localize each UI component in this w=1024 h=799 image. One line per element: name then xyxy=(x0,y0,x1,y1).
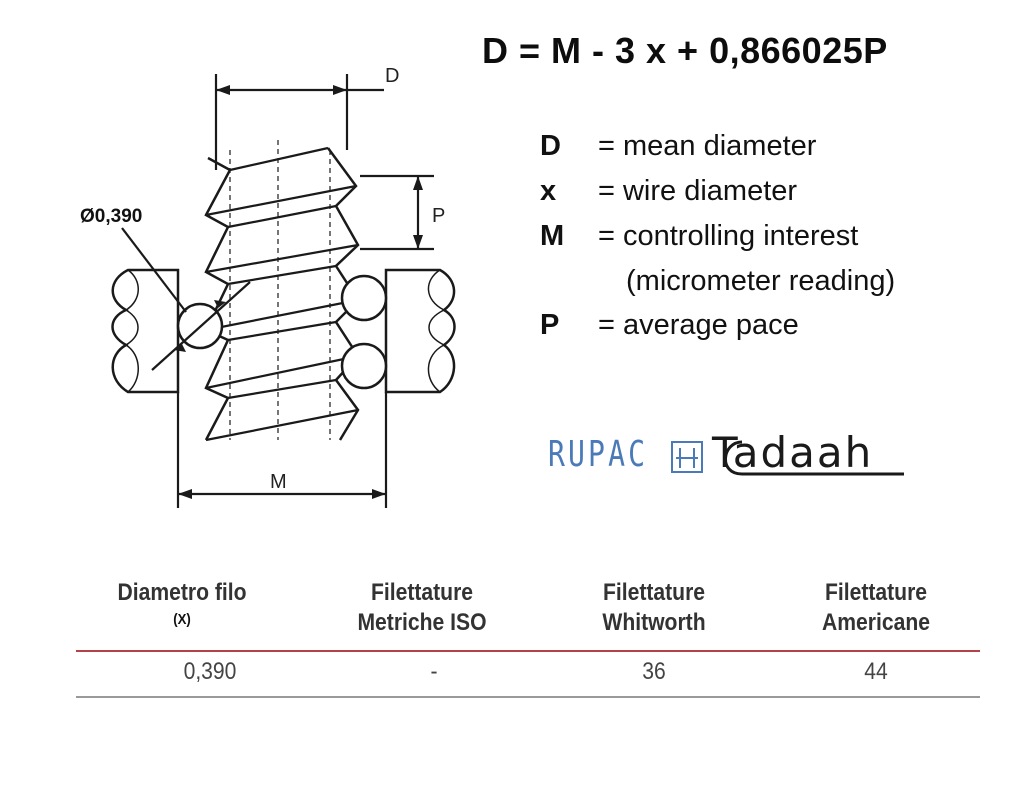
label-p: P xyxy=(432,205,445,227)
legend-symbol: P xyxy=(540,309,560,341)
legend-symbol: M xyxy=(540,220,565,252)
header-subline: (X) xyxy=(173,611,191,628)
wire-right-top xyxy=(340,274,388,322)
legend-definition: = wire diameter xyxy=(598,175,798,207)
right-anvil xyxy=(384,268,456,394)
formula: D = M - 3 x + 0,866025P xyxy=(482,30,888,71)
label-m: M xyxy=(270,471,287,493)
legend-definition: (micrometer reading) xyxy=(626,265,896,297)
header-american: Filettature Americane xyxy=(788,578,964,638)
legend-symbol: x xyxy=(540,175,557,207)
cell-american: 44 xyxy=(864,658,888,685)
header-line: Metriche ISO xyxy=(357,609,487,636)
tadaah-logo: Tadaah xyxy=(712,428,874,477)
legend-definition: = average pace xyxy=(598,309,799,341)
cell-metric-iso: - xyxy=(430,658,438,685)
tadaah-logo-frame xyxy=(724,440,904,476)
wire-right-bottom xyxy=(340,342,388,390)
left-anvil xyxy=(111,268,180,394)
cell-wire-diameter: 0,390 xyxy=(183,658,237,685)
legend-definition: = mean diameter xyxy=(598,130,817,162)
header-line: Whitworth xyxy=(602,609,706,636)
wire-size-table: Diametro filo (X) Filettature Metriche I… xyxy=(76,578,980,698)
table-header: Diametro filo (X) Filettature Metriche I… xyxy=(76,578,980,652)
header-whitworth: Filettature Whitworth xyxy=(566,578,742,638)
header-line: Filettature xyxy=(602,579,706,606)
rupac-logo: RUPAC xyxy=(548,434,649,475)
header-line: Americane xyxy=(821,609,930,636)
header-metric-iso: Filettature Metriche ISO xyxy=(334,578,510,638)
table-row: 0,390 - 36 44 xyxy=(76,652,980,698)
rupac-mark xyxy=(671,441,703,473)
header-wire-diameter: Diametro filo (X) xyxy=(94,578,270,632)
header-line: Filettature xyxy=(824,579,928,606)
header-line: Filettature xyxy=(370,579,474,606)
label-wire-diameter: Ø0,390 xyxy=(80,206,142,227)
legend-definition: = controlling interest xyxy=(598,220,859,252)
legend-symbol: D xyxy=(540,130,561,162)
label-d: D xyxy=(385,65,399,87)
cell-whitworth: 36 xyxy=(642,658,666,685)
header-line: Diametro filo xyxy=(117,579,247,606)
thread-left-profile xyxy=(204,156,232,441)
